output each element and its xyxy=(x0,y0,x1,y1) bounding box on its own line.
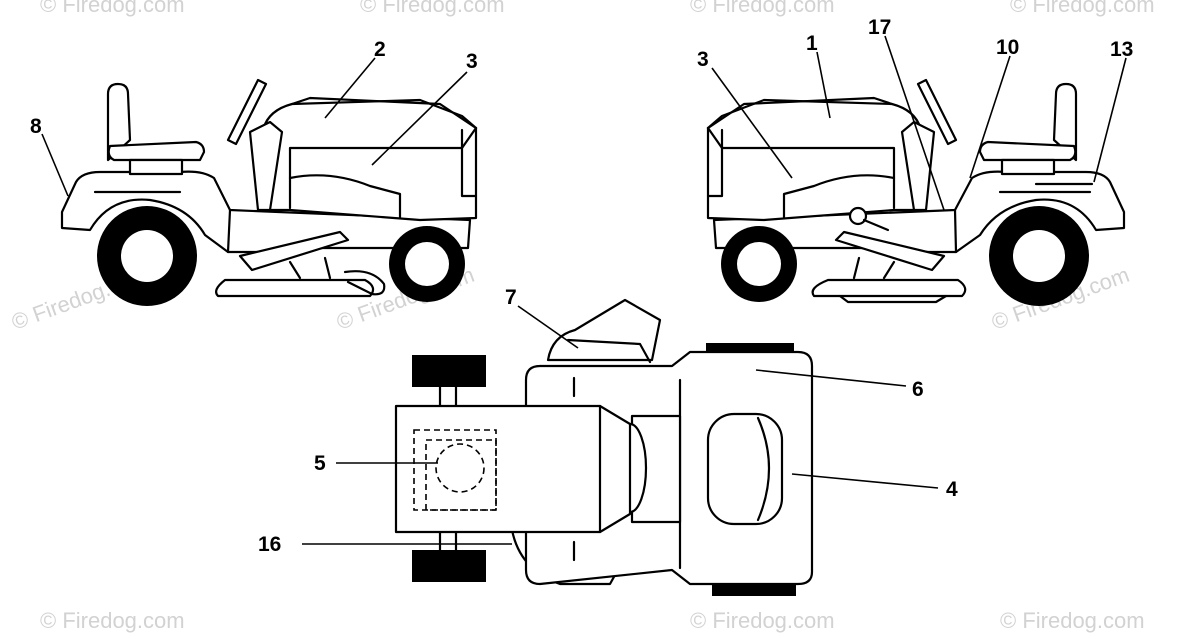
left-leader-8 xyxy=(41,133,69,197)
top-leader-7 xyxy=(517,305,579,349)
left-hood-grille-side xyxy=(460,128,478,198)
right-callout-10: 10 xyxy=(996,36,1019,59)
right-callout-1: 1 xyxy=(806,32,818,55)
right-footrest xyxy=(834,230,946,272)
left-leader-3 xyxy=(371,71,468,166)
left-hood-lower-curve xyxy=(288,174,402,220)
left-hood-crease xyxy=(290,96,478,130)
left-steering-wheel xyxy=(226,78,268,146)
right-frame-lower xyxy=(953,208,958,254)
top-rear-fender xyxy=(394,404,632,534)
watermark-4: © Firedog.com xyxy=(360,0,505,17)
right-height-lever xyxy=(848,206,890,232)
top-callout-16: 16 xyxy=(258,533,281,556)
right-mower-deck xyxy=(811,278,967,298)
right-steering-wheel xyxy=(916,78,958,146)
top-engine-cover-detail xyxy=(756,416,771,522)
left-callout-8: 8 xyxy=(30,115,42,138)
right-seat-back xyxy=(1052,82,1078,162)
left-dash xyxy=(248,120,284,212)
top-callout-6: 6 xyxy=(912,378,924,401)
left-front-wheel xyxy=(389,226,465,302)
top-front-wheel-lower xyxy=(712,584,796,596)
watermark-5: © Firedog.com xyxy=(690,0,835,17)
right-deck-lip xyxy=(838,294,948,304)
right-leader-10 xyxy=(969,55,1011,179)
watermark-10: © Firedog.com xyxy=(690,608,835,633)
left-frame-lower xyxy=(226,208,232,254)
top-leader-4 xyxy=(791,473,939,489)
top-callout-7: 7 xyxy=(505,286,517,309)
watermark-8: © Firedog.com xyxy=(40,608,185,633)
right-callout-3: 3 xyxy=(697,48,709,71)
watermark-6: © Firedog.com xyxy=(1010,0,1155,17)
right-deck-hanger xyxy=(852,256,896,280)
top-leader-6 xyxy=(755,369,907,387)
right-seat-base xyxy=(1000,158,1056,176)
right-side-view: 3 1 17 10 13 xyxy=(697,16,1133,306)
top-callout-5: 5 xyxy=(314,452,326,475)
right-hood-grille-side xyxy=(706,128,724,198)
top-seat-back xyxy=(546,298,662,362)
left-discharge-chute xyxy=(343,270,386,296)
right-leader-1 xyxy=(816,51,831,119)
left-seat-back xyxy=(106,82,132,162)
top-fuel-area-inner xyxy=(425,439,497,511)
top-seat-detail xyxy=(566,338,652,364)
right-leader-17 xyxy=(884,35,945,211)
right-seat-cushion xyxy=(978,140,1077,162)
right-front-wheel xyxy=(721,226,797,302)
top-callout-4: 4 xyxy=(946,478,958,501)
watermark-9: © Firedog.com xyxy=(1000,608,1145,633)
right-leader-13 xyxy=(1093,57,1127,183)
right-callout-17: 17 xyxy=(868,16,891,39)
top-view: 7 6 5 4 16 xyxy=(258,286,958,596)
left-hood xyxy=(260,98,478,222)
top-engine-cover xyxy=(706,412,784,526)
right-dash xyxy=(900,120,936,212)
top-rear-wheel-upper xyxy=(412,355,486,387)
right-rear-wheel xyxy=(989,206,1089,306)
left-deck-hanger xyxy=(288,256,332,280)
right-leader-3 xyxy=(711,67,793,179)
top-rear-wheel-lower xyxy=(412,550,486,582)
left-leader-2 xyxy=(324,57,376,119)
right-hood-crease xyxy=(706,96,894,130)
left-side-view: 8 2 3 xyxy=(30,38,478,306)
left-mower-deck xyxy=(215,278,375,298)
left-seat-cushion xyxy=(107,140,206,162)
right-hood xyxy=(706,98,924,222)
left-footrest xyxy=(238,230,350,272)
right-hood-lower-curve xyxy=(782,174,896,220)
left-callout-3: 3 xyxy=(466,50,478,73)
left-callout-2: 2 xyxy=(374,38,386,61)
right-callout-13: 13 xyxy=(1110,38,1133,61)
left-rear-wheel xyxy=(97,206,197,306)
watermark-2: © Firedog.com xyxy=(40,0,185,17)
top-fuel-cap xyxy=(435,443,485,493)
left-seat-base xyxy=(128,158,184,176)
